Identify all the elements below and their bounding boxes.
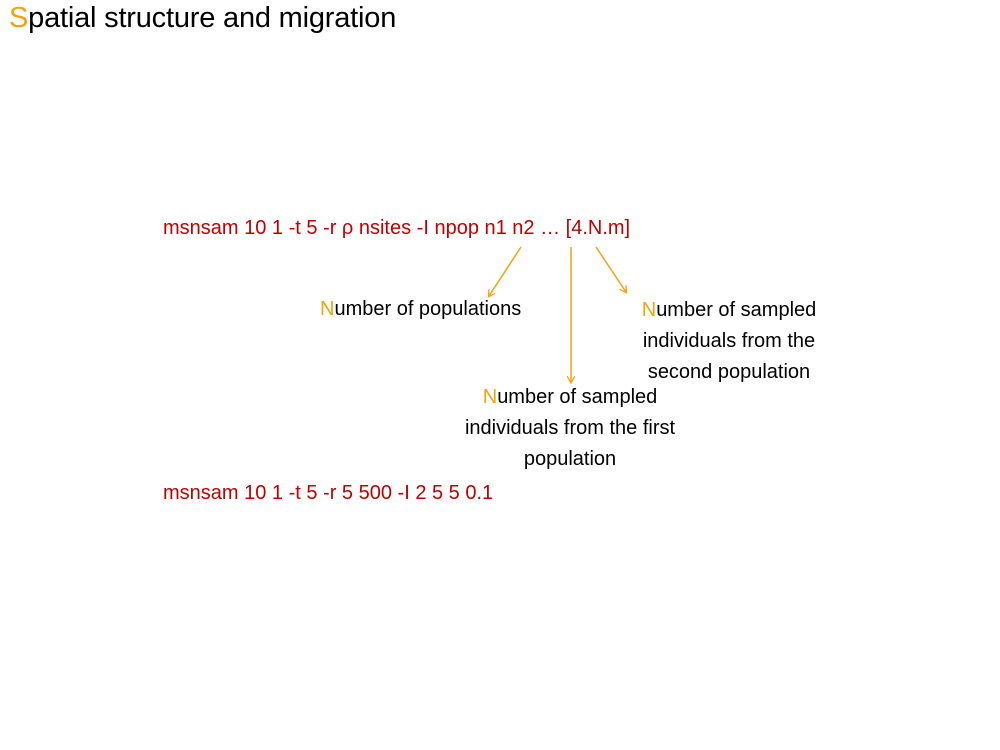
command-template: msnsam 10 1 -t 5 -r ρ nsites -I npop n1 … bbox=[163, 217, 631, 239]
label-n2-line1: Number of sampled bbox=[600, 295, 858, 326]
label-n2-initial: N bbox=[641, 299, 657, 321]
label-n1-line1-rest: umber of sampled bbox=[497, 386, 658, 408]
label-npop-initial: N bbox=[320, 298, 335, 320]
title-rest: patial structure and migration bbox=[28, 2, 397, 34]
arrow-n2 bbox=[595, 246, 626, 292]
label-first-population: Number of sampled individuals from the f… bbox=[430, 382, 710, 475]
title-initial: S bbox=[9, 2, 29, 34]
arrow-npop bbox=[489, 246, 522, 296]
command-example: msnsam 10 1 -t 5 -r 5 500 -I 2 5 5 0.1 bbox=[163, 482, 494, 504]
label-number-of-populations: Number of populations bbox=[320, 294, 521, 325]
label-npop-rest: umber of populations bbox=[334, 298, 522, 320]
label-n1-initial: N bbox=[482, 386, 498, 408]
label-n1-line3: population bbox=[523, 448, 617, 470]
label-n2-line1-rest: umber of sampled bbox=[656, 299, 817, 321]
label-second-population: Number of sampled individuals from the s… bbox=[600, 295, 858, 388]
label-n1-line2: individuals from the first bbox=[464, 417, 676, 439]
label-n2-line2: individuals from the bbox=[642, 330, 816, 352]
label-n1-line1: Number of sampled bbox=[430, 382, 710, 413]
label-n2-line3: second population bbox=[647, 361, 811, 383]
slide-title: Spatial structure and migration bbox=[9, 2, 396, 35]
